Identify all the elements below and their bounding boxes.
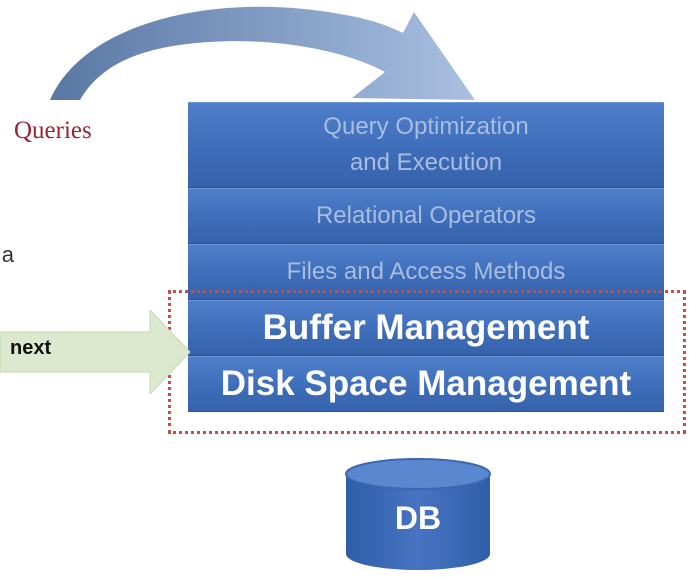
next-arrow-icon: [0, 310, 191, 394]
db-label: DB: [394, 500, 442, 536]
database-icon: [345, 458, 491, 570]
dbms-layer-stack: Query Optimization and Execution Relatio…: [188, 102, 664, 412]
layer-label: Query Optimization and Execution: [323, 109, 528, 181]
focus-highlight-box: [168, 290, 686, 434]
next-label: next: [10, 337, 52, 359]
layer-label: Buffer Management: [262, 308, 590, 347]
clipped-text: a: [1, 242, 14, 267]
layer-label-line-2: and Execution: [349, 149, 503, 176]
queries-label: Queries: [14, 117, 92, 144]
layer-label: Disk Space Management: [220, 364, 632, 403]
layer-disk-space-management: Disk Space Management: [188, 356, 664, 412]
curved-arrow-icon: [50, 6, 475, 100]
layer-label-line-1: Query Optimization: [323, 113, 529, 140]
layer-label: Relational Operators: [315, 202, 537, 229]
layer-buffer-management: Buffer Management: [188, 300, 664, 356]
layer-relational-operators: Relational Operators: [188, 188, 664, 244]
layer-label: Files and Access Methods: [286, 258, 566, 285]
layer-query-optimization: Query Optimization and Execution: [188, 102, 664, 188]
